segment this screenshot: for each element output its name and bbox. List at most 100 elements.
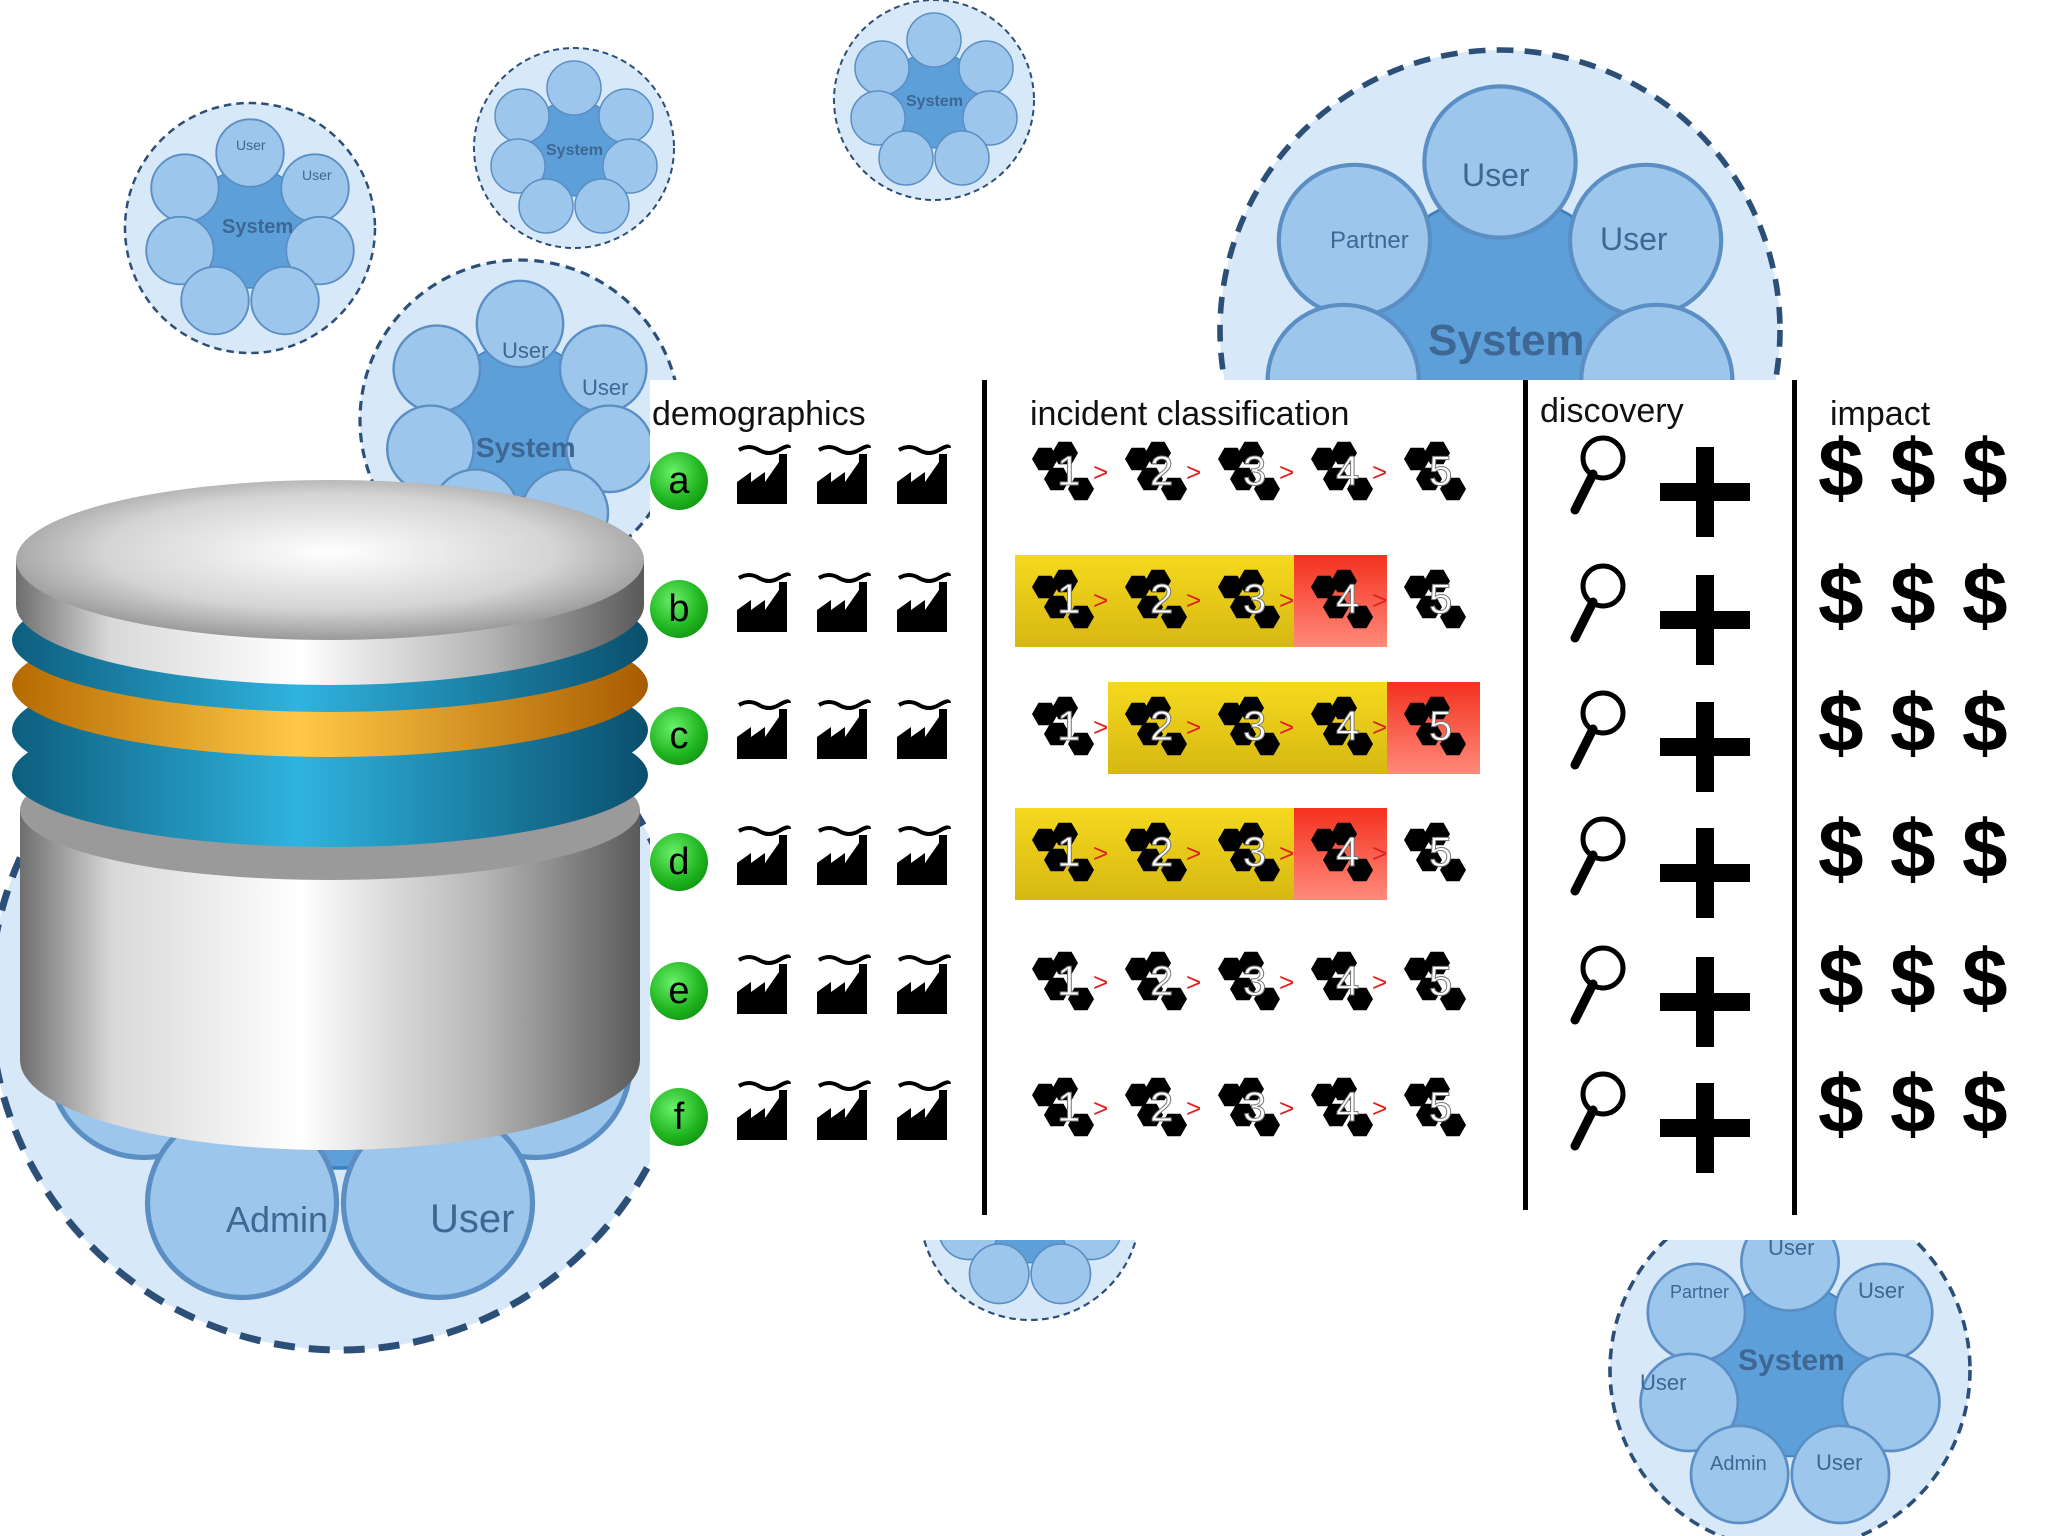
step-number: 4	[1335, 447, 1360, 495]
factory-icon	[735, 697, 793, 766]
header-incident-classification: incident classification	[1030, 395, 1350, 433]
step-arrow: >	[1186, 585, 1202, 615]
svg-text:User: User	[582, 375, 628, 400]
hexagon-cluster-icon: 3	[1213, 947, 1283, 1022]
hexagon-cluster-icon: 2	[1120, 818, 1190, 893]
svg-text:Partner: Partner	[1670, 1282, 1729, 1302]
header-impact: impact	[1830, 395, 1931, 433]
step-arrow: >	[1372, 585, 1388, 615]
factory-icon	[895, 952, 953, 1021]
hexagon-cluster-icon: 3	[1213, 565, 1283, 640]
step-number: 4	[1335, 828, 1360, 876]
factory-icon	[895, 570, 953, 639]
step-number: 5	[1428, 957, 1453, 1005]
step-number: 4	[1335, 702, 1360, 750]
step-number: 2	[1149, 828, 1174, 876]
hexagon-cluster-icon: 4	[1306, 947, 1376, 1022]
step-number: 5	[1428, 447, 1453, 495]
hexagon-cluster-icon: 2	[1120, 947, 1190, 1022]
step-number: 5	[1428, 702, 1453, 750]
step-arrow: >	[1372, 457, 1388, 487]
step-arrow: >	[1186, 838, 1202, 868]
hexagon-cluster-icon: 1	[1027, 818, 1097, 893]
step-number: 4	[1335, 575, 1360, 623]
hexagon-cluster-icon: 1	[1027, 437, 1097, 512]
step-number: 4	[1335, 957, 1360, 1005]
row-letter-badge: b	[650, 580, 708, 638]
step-number: 2	[1149, 957, 1174, 1005]
hexagon-cluster-icon: 4	[1306, 437, 1376, 512]
magnifier-icon	[1565, 687, 1629, 776]
step-number: 5	[1428, 828, 1453, 876]
step-arrow: >	[1093, 1093, 1109, 1123]
plus-icon	[1660, 957, 1750, 1052]
svg-text:System: System	[906, 93, 963, 110]
dollar-sign: $	[1962, 933, 2008, 1024]
step-number: 2	[1149, 575, 1174, 623]
hexagon-cluster-icon: 3	[1213, 818, 1283, 893]
step-arrow: >	[1279, 967, 1295, 997]
step-number: 4	[1335, 1083, 1360, 1131]
hexagon-cluster-icon: 2	[1120, 692, 1190, 767]
row-letter-badge: c	[650, 707, 708, 765]
step-number: 3	[1242, 957, 1267, 1005]
factory-icon	[815, 952, 873, 1021]
dollar-sign: $	[1818, 678, 1864, 769]
dollar-sign: $	[1962, 678, 2008, 769]
hexagon-cluster-icon: 3	[1213, 1073, 1283, 1148]
step-arrow: >	[1186, 457, 1202, 487]
factory-icon	[735, 570, 793, 639]
hexagon-cluster-icon: 4	[1306, 565, 1376, 640]
step-arrow: >	[1279, 457, 1295, 487]
step-arrow: >	[1372, 1093, 1388, 1123]
dollar-sign: $	[1890, 804, 1936, 895]
step-arrow: >	[1186, 967, 1202, 997]
svg-text:System: System	[1428, 316, 1585, 365]
factory-icon	[895, 697, 953, 766]
header-discovery: discovery	[1540, 392, 1684, 430]
svg-text:User: User	[302, 167, 332, 183]
step-number: 5	[1428, 1083, 1453, 1131]
factory-icon	[735, 952, 793, 1021]
factory-icon	[815, 1078, 873, 1147]
factory-icon	[815, 697, 873, 766]
step-arrow: >	[1093, 712, 1109, 742]
hexagon-cluster-icon: 5	[1399, 818, 1469, 893]
step-arrow: >	[1186, 1093, 1202, 1123]
step-number: 3	[1242, 702, 1267, 750]
hexagon-cluster-icon: 2	[1120, 437, 1190, 512]
dollar-sign: $	[1890, 551, 1936, 642]
step-number: 3	[1242, 575, 1267, 623]
svg-text:User: User	[1816, 1450, 1862, 1475]
row-letter-badge: d	[650, 833, 708, 891]
step-arrow: >	[1093, 967, 1109, 997]
dollar-sign: $	[1890, 678, 1936, 769]
step-arrow: >	[1279, 838, 1295, 868]
factory-icon	[735, 823, 793, 892]
step-number: 2	[1149, 1083, 1174, 1131]
svg-text:User: User	[502, 338, 548, 363]
factory-icon	[815, 823, 873, 892]
step-arrow: >	[1279, 585, 1295, 615]
step-number: 1	[1056, 575, 1081, 623]
hexagon-cluster-icon: 5	[1399, 1073, 1469, 1148]
step-number: 1	[1056, 447, 1081, 495]
step-number: 5	[1428, 575, 1453, 623]
step-number: 3	[1242, 1083, 1267, 1131]
step-number: 3	[1242, 828, 1267, 876]
dollar-sign: $	[1818, 423, 1864, 514]
hexagon-cluster-icon: 5	[1399, 947, 1469, 1022]
header-demographics: demographics	[652, 395, 866, 433]
magnifier-icon	[1565, 942, 1629, 1031]
step-arrow: >	[1372, 838, 1388, 868]
divider-3	[1792, 380, 1797, 1215]
magnifier-icon	[1565, 560, 1629, 649]
hexagon-cluster-icon: 3	[1213, 437, 1283, 512]
dollar-sign: $	[1962, 804, 2008, 895]
factory-icon	[815, 570, 873, 639]
hexagon-cluster-icon: 4	[1306, 692, 1376, 767]
svg-text:User: User	[1640, 1370, 1686, 1395]
hexagon-cluster-icon: 1	[1027, 1073, 1097, 1148]
magnifier-icon	[1565, 813, 1629, 902]
